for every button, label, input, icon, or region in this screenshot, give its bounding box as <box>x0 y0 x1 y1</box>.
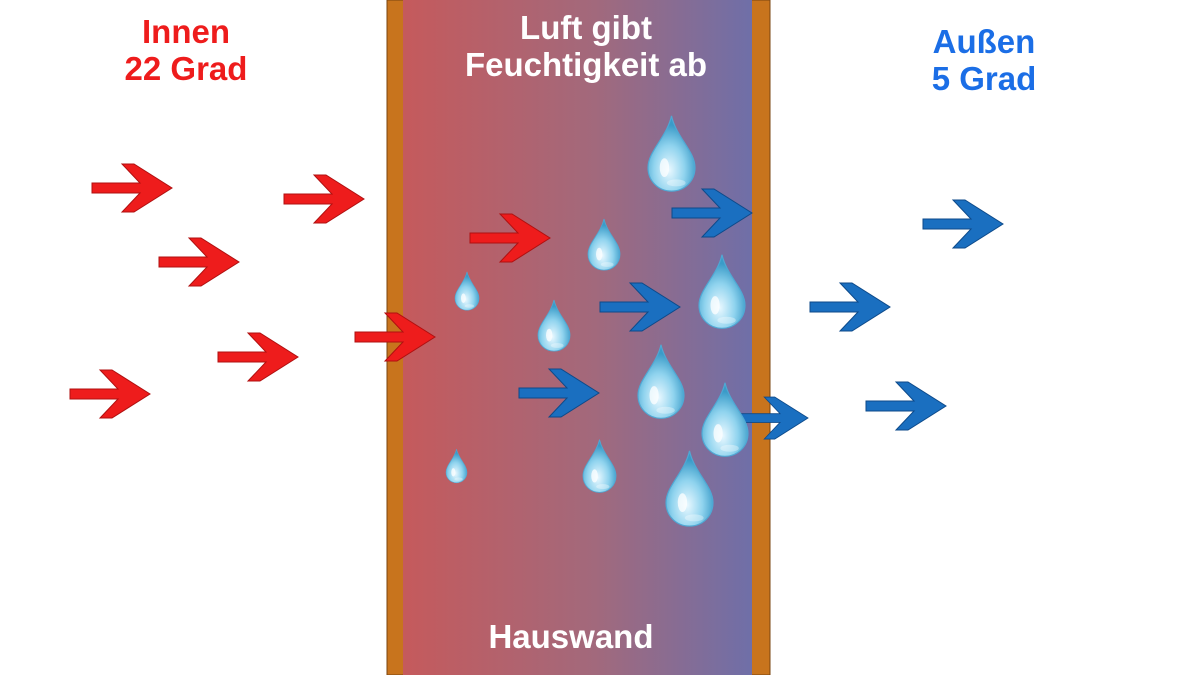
warm-arrow-icon <box>91 163 173 213</box>
moisture-label-line1: Luft gibt <box>520 9 652 46</box>
wall-label-text: Hauswand <box>488 618 654 655</box>
moisture-release-label: Luft gibt Feuchtigkeit ab <box>405 9 767 84</box>
moisture-label-line2: Feuchtigkeit ab <box>464 45 708 83</box>
house-wall <box>386 0 771 675</box>
warm-arrow-icon <box>217 332 299 382</box>
outside-temperature-label: Außen 5 Grad <box>884 23 1084 98</box>
house-wall-label: Hauswand <box>405 618 737 656</box>
cold-arrow-icon <box>809 282 891 332</box>
inside-temperature-label: Innen 22 Grad <box>86 13 286 88</box>
warm-arrow-icon <box>158 237 240 287</box>
warm-arrow-icon <box>283 174 365 224</box>
inside-label-line2: 22 Grad <box>124 49 248 87</box>
outside-label-line1: Außen <box>932 23 1036 60</box>
cold-arrow-icon <box>922 199 1004 249</box>
wall-interior <box>403 0 752 675</box>
outside-label-line2: 5 Grad <box>931 59 1037 97</box>
inside-label-line1: Innen <box>142 13 230 50</box>
warm-arrow-icon <box>69 369 151 419</box>
cold-arrow-icon <box>865 381 947 431</box>
